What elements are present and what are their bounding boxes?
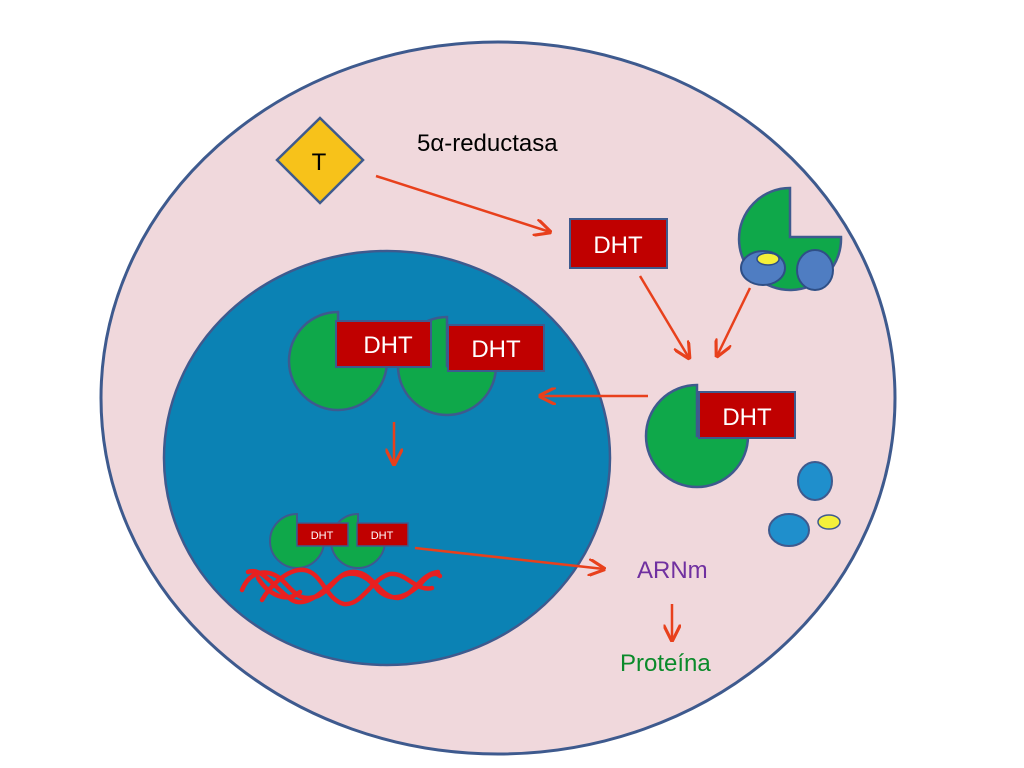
heat-shock-protein-icon (768, 513, 810, 547)
dht-label: DHT (363, 332, 413, 359)
mrna-label: ARNm (637, 557, 708, 584)
enzyme-label: 5α-reductasa (417, 130, 558, 157)
nucleus (162, 249, 612, 667)
heat-shock-protein-icon (796, 249, 834, 291)
arrow-receptor-to-complex (717, 287, 752, 356)
dht-label: DHT (593, 232, 643, 259)
dna-bound-dimer: DHT DHT (269, 512, 409, 569)
heat-shock-protein-icon (797, 461, 833, 501)
released-hsp (768, 461, 841, 547)
testosterone-diamond: T (275, 116, 365, 205)
dht-label: DHT (722, 404, 772, 431)
dht-cytoplasm: DHT (569, 218, 668, 269)
dna-strand-icon (239, 567, 443, 607)
dht-receptor-complex: DHT (644, 383, 796, 489)
arrow-to-mrna (414, 546, 604, 569)
ligand-yellow-icon (817, 514, 841, 530)
protein-label: Proteína (620, 650, 711, 677)
dht-label: DHT (311, 530, 334, 542)
arrow-t-to-dht (375, 174, 550, 232)
ligand-yellow-icon (756, 252, 780, 266)
dht-label: DHT (371, 530, 394, 542)
nuclear-dimer: DHT DHT (287, 310, 545, 417)
pacman-receptor-icon (644, 383, 750, 489)
testosterone-label: T (312, 149, 327, 176)
receptor-hsp-complex (737, 186, 843, 292)
dht-label: DHT (471, 336, 521, 363)
arrow-dht-to-complex (638, 275, 689, 358)
